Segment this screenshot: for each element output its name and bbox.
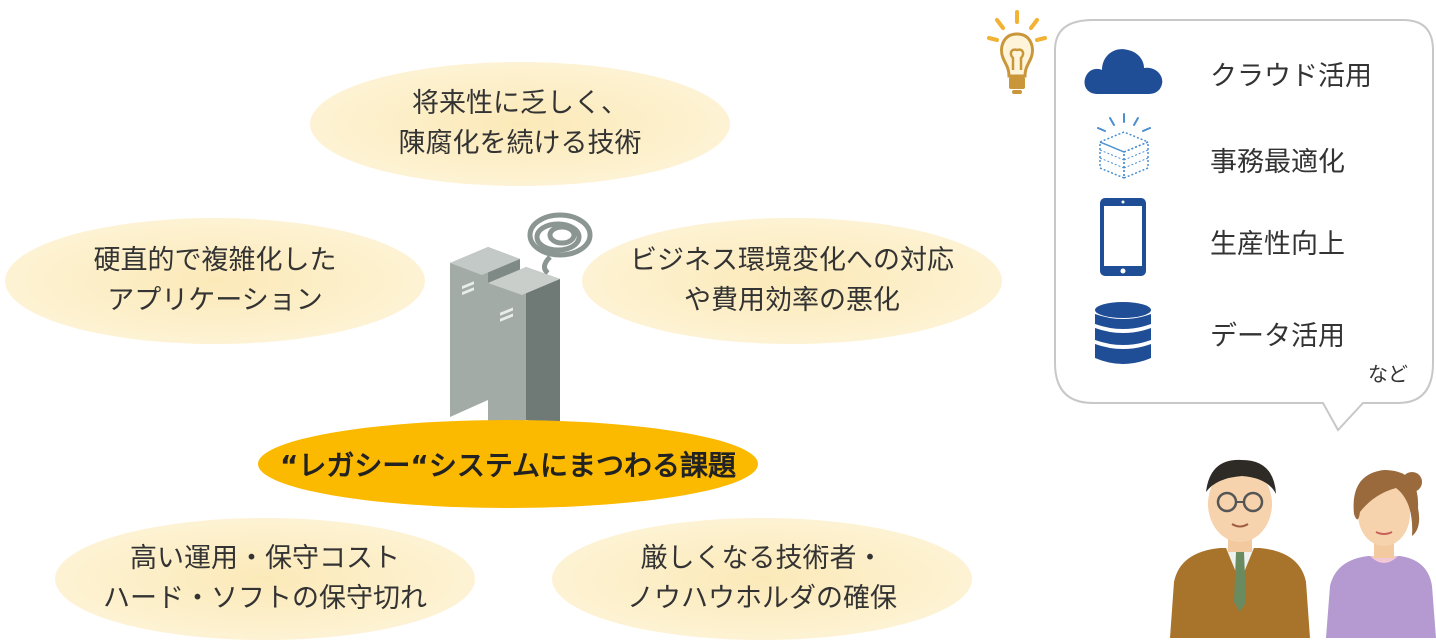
issue-text-line1: 将来性に乏しく、 (412, 88, 628, 119)
optimized-stack-icon (1097, 113, 1151, 180)
issue-bubble-rigid-apps: 硬直的で複雑化した アプリケーション (5, 218, 425, 344)
legacy-server-icon (450, 212, 593, 427)
solution-productivity-label: 生産性向上 (1210, 229, 1345, 260)
legacy-issues-title-text: “レガシー“システムにまつわる課題 (280, 449, 736, 482)
issue-text-line1: 高い運用・保守コスト (130, 543, 400, 574)
issue-bubble-business-change: ビジネス環境変化への対応 や費用効率の悪化 (582, 218, 1002, 344)
lightbulb-icon (987, 10, 1047, 94)
solution-cloud-label: クラウド活用 (1210, 61, 1372, 92)
tablet-icon (1100, 198, 1146, 276)
issue-text-line1: ビジネス環境変化への対応 (630, 245, 954, 276)
database-icon (1095, 302, 1151, 364)
solutions-callout (1054, 19, 1434, 432)
issue-text-line1: 硬直的で複雑化した (93, 245, 337, 276)
issue-text-line2: ノウハウホルダの確保 (627, 583, 897, 614)
business-people-illustration (1170, 459, 1436, 638)
solution-optimization-label: 事務最適化 (1210, 147, 1345, 178)
issue-text-line2: 陳腐化を続ける技術 (398, 128, 642, 159)
solutions-suffix: など (1368, 362, 1408, 386)
issue-bubble-engineers: 厳しくなる技術者・ ノウハウホルダの確保 (552, 518, 972, 640)
issue-text-line2: ハード・ソフトの保守切れ (103, 583, 427, 614)
issue-text-line2: アプリケーション (107, 285, 323, 316)
issue-text-line1: 厳しくなる技術者・ (640, 543, 884, 574)
issue-bubble-maintenance-cost: 高い運用・保守コスト ハード・ソフトの保守切れ (55, 518, 475, 640)
issue-text-line2: や費用効率の悪化 (684, 285, 900, 316)
cloud-icon (1084, 49, 1163, 94)
legacy-issues-title: “レガシー“システムにまつわる課題 (258, 420, 758, 508)
solution-data-label: データ活用 (1210, 321, 1345, 352)
issue-bubble-obsolete-tech: 将来性に乏しく、 陳腐化を続ける技術 (310, 62, 730, 186)
